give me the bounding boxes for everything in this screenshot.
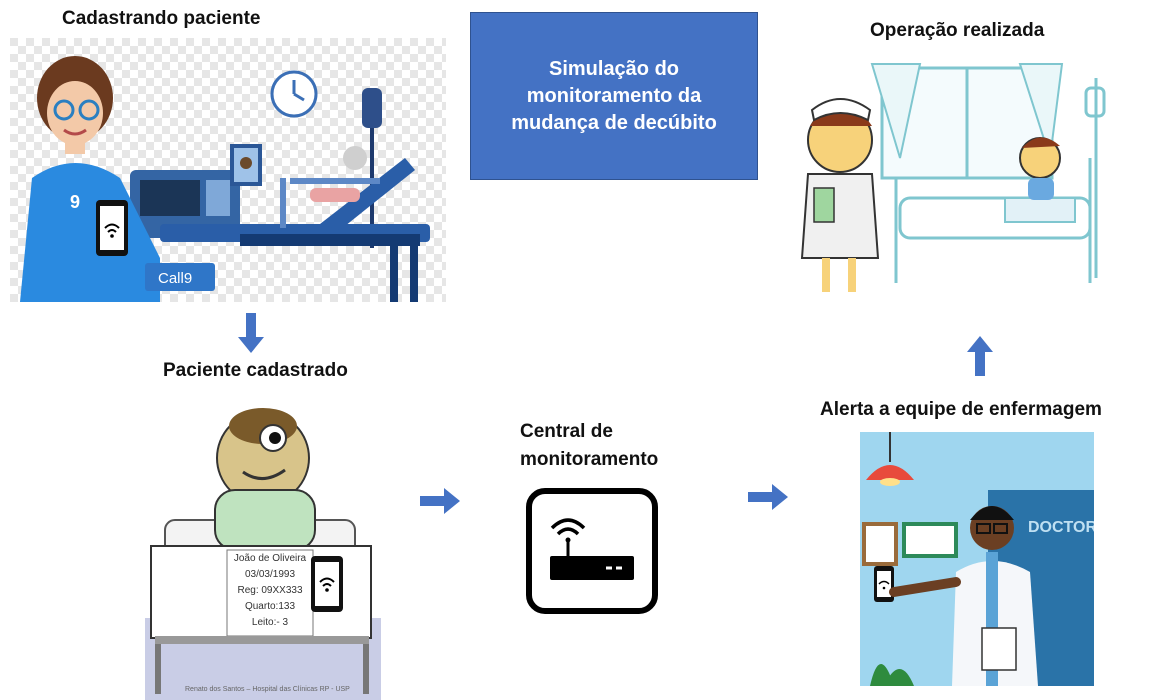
title-operacao-realizada: Operação realizada xyxy=(870,20,1045,41)
title-central-monitoramento: Central de monitoramento xyxy=(520,421,659,470)
svg-text:DOCTOR: DOCTOR xyxy=(1028,519,1094,536)
svg-text:Quarto:133: Quarto:133 xyxy=(245,601,295,612)
arrow-down-icon xyxy=(238,313,264,353)
simulation-title-text: Simulação do monitoramento da mudança de… xyxy=(511,57,717,134)
nurse-registering-illustration: 9 Call9 xyxy=(10,38,446,302)
svg-text:Call9: Call9 xyxy=(158,270,192,287)
title-alerta-equipe: Alerta a equipe de enfermagem xyxy=(820,399,1102,420)
title-paciente-cadastrado: Paciente cadastrado xyxy=(163,360,348,381)
clock-icon xyxy=(270,70,318,118)
wifi-icon xyxy=(550,518,586,530)
svg-text:João de Oliveira: João de Oliveira xyxy=(234,553,307,564)
svg-text:9: 9 xyxy=(70,192,80,212)
arrow-up-icon xyxy=(967,336,993,376)
nursing-team-alert-illustration: DOCTOR xyxy=(860,432,1094,686)
title-cadastrando-paciente: Cadastrando paciente xyxy=(62,8,261,29)
registered-patient-illustration: João de Oliveira 03/03/1993 Reg: 09XX333… xyxy=(145,398,381,700)
svg-text:Reg: 09XX333: Reg: 09XX333 xyxy=(237,585,302,596)
router-icon xyxy=(526,488,658,614)
simulation-title-box: Simulação do monitoramento da mudança de… xyxy=(470,12,758,180)
phone-wifi-icon xyxy=(96,200,128,256)
arrow-right-icon xyxy=(420,488,460,514)
svg-text:Leito:- 3: Leito:- 3 xyxy=(252,617,289,628)
svg-text:03/03/1993: 03/03/1993 xyxy=(245,569,295,580)
arrow-right-icon xyxy=(748,484,788,510)
image-credit: Renato dos Santos – Hospital das Clínica… xyxy=(185,686,350,693)
operation-done-illustration xyxy=(800,48,1152,300)
